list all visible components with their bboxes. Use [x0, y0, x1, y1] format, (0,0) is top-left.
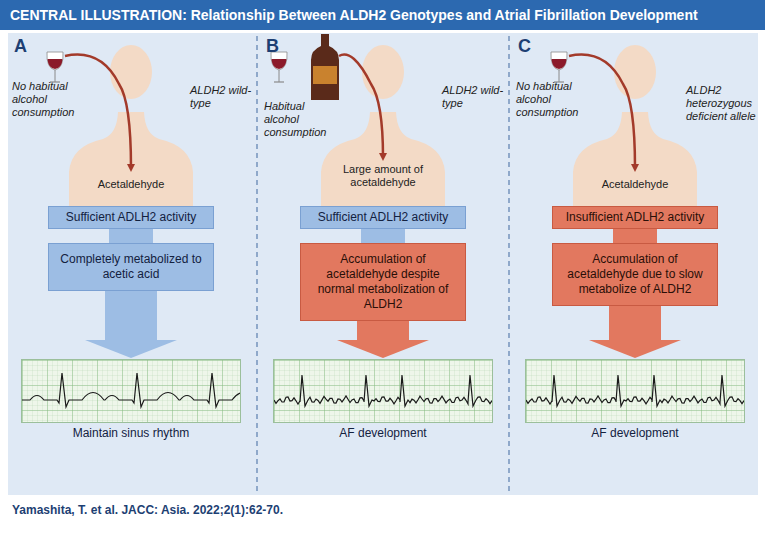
arrow-head	[85, 340, 177, 358]
annotation-label: Habitual alcohol consumption	[264, 100, 332, 139]
connector-shaft	[613, 228, 657, 244]
process-box: Insufficient ADLH2 activity	[552, 206, 718, 229]
figures	[47, 34, 697, 206]
block-arrow	[337, 320, 429, 358]
box-text: Accumulation of acetaldehyde despite nor…	[309, 252, 457, 312]
header-bar: CENTRAL ILLUSTRATION: Relationship Betwe…	[0, 0, 765, 30]
box-text: Accumulation of acetaldehyde due to slow…	[561, 252, 709, 297]
ecg-line	[526, 375, 744, 406]
caption-text: Yamashita, T. et al. JACC: Asia. 2022;2(…	[12, 503, 283, 517]
bottle-label	[313, 66, 337, 84]
process-box: Accumulation of acetaldehyde due to slow…	[552, 243, 718, 306]
annotation-label: Acetaldehyde	[81, 178, 181, 191]
ecg-paper	[274, 360, 492, 422]
title-text: CENTRAL ILLUSTRATION: Relationship Betwe…	[0, 0, 765, 30]
panel-region: C Insufficient ADLH2 activityAccumulation…	[512, 33, 758, 495]
connector-shaft	[357, 320, 409, 341]
arrow-head	[337, 340, 429, 358]
panel-letter: C	[518, 36, 531, 57]
wine	[48, 59, 63, 69]
annotation-label: Acetaldehyde	[585, 178, 685, 191]
connector-shaft	[609, 305, 661, 341]
process-box: Sufficient ADLH2 activity	[48, 206, 214, 229]
panel-region: A Sufficient ADLH2 activityCompletely met…	[8, 33, 256, 495]
ecg-grid	[526, 360, 744, 422]
box-text: Completely metabolized to acetic acid	[57, 252, 205, 282]
panel-region: B Sufficient ADLH2 activityAccumulation o…	[260, 33, 508, 495]
intake-arrow	[569, 55, 635, 168]
ecg-label: AF development	[273, 426, 493, 440]
intake-arrow	[339, 55, 383, 157]
person-head	[362, 45, 404, 99]
annotation-label: ALDH2 wild-type	[442, 84, 504, 110]
box-text: Insufficient ADLH2 activity	[566, 210, 705, 225]
box-text: Sufficient ADLH2 activity	[318, 210, 449, 225]
ecg-label: AF development	[525, 426, 745, 440]
ecg-line	[22, 373, 241, 407]
connector-shaft	[361, 228, 405, 244]
panel-letter: B	[266, 36, 279, 57]
process-box: Sufficient ADLH2 activity	[300, 206, 466, 229]
block-arrow	[589, 305, 681, 358]
connector-shaft	[105, 290, 157, 341]
ecg-paper	[526, 360, 744, 422]
annotation-label: No habitual alcohol consumption	[12, 80, 78, 119]
ecg-strip: AF development	[525, 359, 745, 440]
glass-stem	[279, 70, 280, 82]
connector-bar	[361, 228, 405, 244]
wine-glass	[47, 52, 63, 70]
annotation-label: ALDH2 heterozygous deficient allele	[686, 84, 756, 123]
block-arrow	[85, 290, 177, 358]
ecg-line	[274, 375, 492, 406]
ecg-trace	[525, 359, 745, 423]
ecg-trace	[21, 359, 241, 423]
connector-bar	[613, 228, 657, 244]
intake-arrow	[65, 55, 131, 168]
ecg-trace	[273, 359, 493, 423]
wine	[272, 59, 287, 69]
box-text: Sufficient ADLH2 activity	[66, 210, 197, 225]
divider	[508, 36, 509, 492]
panel-ground	[8, 33, 758, 495]
ecg-grid	[22, 360, 240, 422]
connector-shaft	[109, 228, 153, 244]
connector-bar	[109, 228, 153, 244]
glass-foot	[274, 81, 284, 82]
wine	[552, 59, 567, 69]
process-box: Accumulation of acetaldehyde despite nor…	[300, 243, 466, 321]
divider	[256, 36, 257, 492]
person-head	[110, 45, 152, 99]
annotation-label: ALDH2 wild-type	[190, 84, 252, 110]
panel-letter: A	[14, 36, 27, 57]
annotation-label: Large amount of acetaldehyde	[328, 163, 438, 189]
process-box: Completely metabolized to acetic acid	[48, 243, 214, 291]
arrow-head	[589, 340, 681, 358]
person-head	[614, 45, 656, 99]
wine-glass	[551, 52, 567, 70]
ecg-strip: Maintain sinus rhythm	[21, 359, 241, 440]
ecg-paper	[22, 360, 240, 422]
liquor-bottle	[311, 34, 339, 100]
ecg-label: Maintain sinus rhythm	[21, 426, 241, 440]
ecg-grid	[274, 360, 492, 422]
ecg-strip: AF development	[273, 359, 493, 440]
annotation-label: No habitual alcohol consumption	[516, 80, 582, 119]
